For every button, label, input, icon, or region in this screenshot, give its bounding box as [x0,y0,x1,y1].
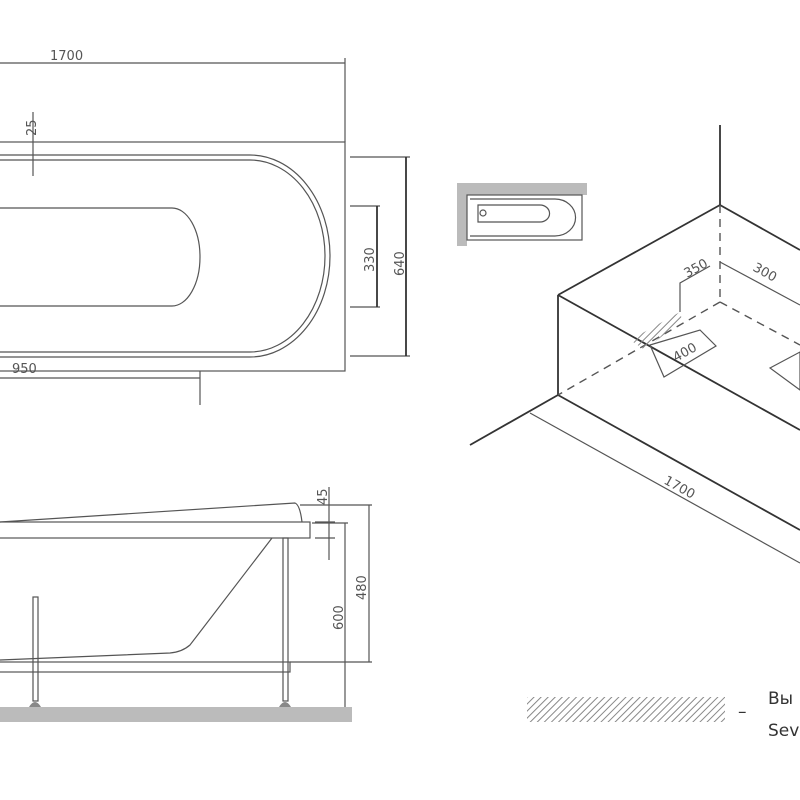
rim-label: 25 [25,119,40,136]
foot-right [279,702,291,707]
legend-hatch-swatch [527,697,725,722]
drain-offset-label: 950 [12,362,37,377]
length-label: 1700 [50,49,83,64]
drain-wall-offset-label: 350 [682,256,711,281]
tub-outline [0,141,346,372]
width-label: 640 [393,251,408,276]
drain-zone-label: 400 [671,340,700,365]
tub-inner-profile [0,537,273,661]
tub-rim [0,521,311,539]
legend-line-1: Вы [768,689,793,709]
depth-label: 480 [355,575,370,600]
top-view: 1700 25 330 640 950 [0,49,410,405]
tub-base-frame [0,661,291,673]
tub-top-edge [0,502,303,523]
floor [0,707,352,722]
height-label: 600 [332,605,347,630]
mini-plan-thumbnail [457,183,587,246]
leg-right [282,537,289,702]
tub-basin [0,207,201,307]
drain-zone-rect [649,329,717,378]
second-zone-rect [768,351,800,391]
side-view: 45 480 600 [0,487,372,722]
rim-height-label: 45 [316,488,331,505]
iso-length-label: 1700 [661,473,697,502]
basin-width-label: 330 [363,247,378,272]
drain-side-offset-label: 300 [750,260,779,285]
iso-length-dimension-line [529,412,800,564]
sewer-zone-hatch [630,312,682,350]
tub-rim-inner [0,159,326,353]
legend-line-2: Sev [768,721,799,741]
tub-rim-outer [0,154,331,358]
foot-left [29,702,41,707]
leg-left [32,596,39,702]
legend-dash: – [738,702,747,722]
legend: – Вы Sev [527,689,799,741]
